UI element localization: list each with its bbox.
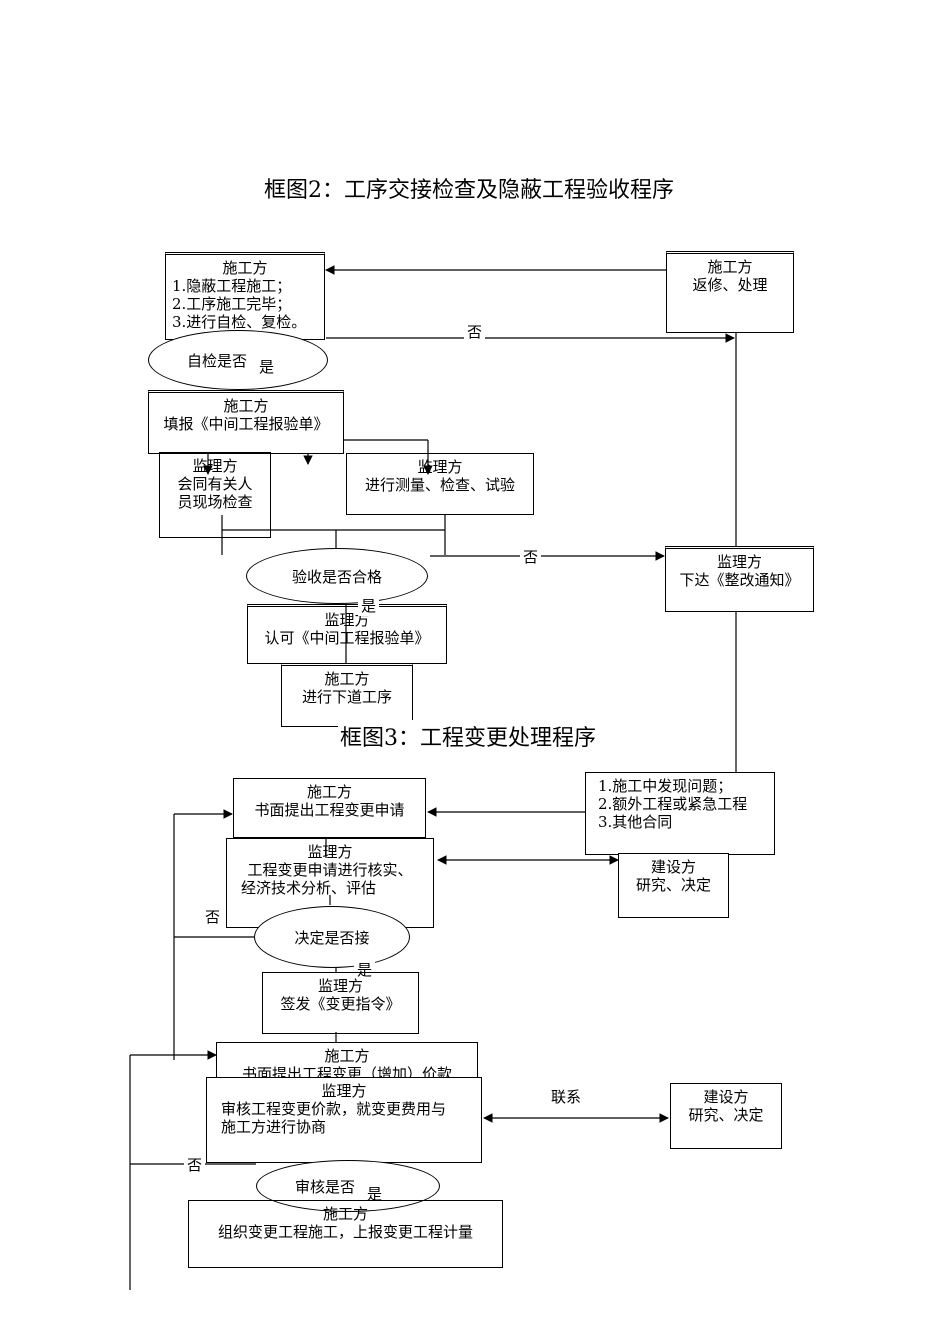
role-label: 监理方 [192, 457, 238, 475]
box-line: 经济技术分析、评估 [241, 879, 377, 897]
role-label: 施工方 [223, 397, 269, 415]
role-label: 监理方 [321, 1082, 367, 1100]
box-line: 施工方进行协商 [221, 1118, 327, 1136]
box-line: 认可《中间工程报验单》 [264, 629, 430, 647]
decide-decision-oval: 决定是否接 [254, 906, 410, 968]
change-order-box: 监理方 签发《变更指令》 [262, 972, 419, 1034]
box-line: 研究、决定 [688, 1106, 764, 1124]
rectify-box: 监理方 下达《整改通知》 [665, 546, 814, 612]
box-line: 工程变更申请进行核实、 [247, 861, 413, 879]
box-line: 审核工程变更价款，就变更费用与 [221, 1100, 447, 1118]
box-line: 签发《变更指令》 [280, 995, 401, 1013]
no-label: 否 [202, 906, 224, 927]
contractor-start-box: 施工方 1.隐蔽工程施工； 2.工序施工完毕； 3.进行自检、复检。 [165, 252, 325, 340]
accept-decision-oval: 验收是否合格 [246, 548, 428, 604]
owner-box-1: 建设方 研究、决定 [618, 853, 729, 918]
box-line: 研究、决定 [635, 876, 711, 894]
role-label: 建设方 [703, 1088, 749, 1106]
role-label: 监理方 [324, 611, 370, 629]
box-line: 2.工序施工完毕； [172, 295, 292, 313]
box-line: 员现场检查 [177, 493, 253, 511]
no-label: 否 [520, 546, 542, 567]
box-line: 下达《整改通知》 [679, 571, 800, 589]
box-line: 返修、处理 [692, 276, 768, 294]
verify-box: 监理方 工程变更申请进行核实、 经济技术分析、评估 [226, 838, 434, 928]
box-line: 书面提出工程变更申请 [254, 801, 405, 819]
rework-box: 施工方 返修、处理 [666, 251, 794, 333]
yes-label: 是 [364, 1183, 386, 1204]
review-decision-oval: 审核是否 [256, 1160, 440, 1212]
no-label: 否 [464, 321, 486, 342]
measure-box: 监理方 进行测量、检查、试验 [346, 453, 534, 515]
approve-box: 监理方 认可《中间工程报验单》 [247, 604, 447, 664]
role-label: 施工方 [324, 670, 370, 688]
yes-label: 是 [358, 595, 380, 616]
role-label: 建设方 [650, 858, 696, 876]
box-line: 3.进行自检、复检。 [172, 313, 307, 331]
owner-box-2: 建设方 研究、决定 [670, 1083, 782, 1149]
no-label: 否 [184, 1154, 206, 1175]
site-check-box: 监理方 会同有关人 员现场检查 [159, 452, 271, 538]
box-line: 填报《中间工程报验单》 [163, 415, 329, 433]
role-label: 施工方 [324, 1047, 370, 1065]
yes-label: 是 [354, 959, 376, 980]
next-step-box: 施工方 进行下道工序 [281, 663, 413, 727]
role-label: 监理方 [716, 553, 762, 571]
change-request-box: 施工方 书面提出工程变更申请 [233, 778, 426, 838]
box-line: 组织变更工程施工，上报变更工程计量 [217, 1223, 473, 1241]
selfcheck-decision-oval: 自检是否 [148, 330, 328, 390]
yes-label: 是 [256, 356, 278, 377]
diagram2-title: 框图2：工序交接检查及隐蔽工程验收程序 [264, 178, 674, 203]
diagram3-title: 框图3：工程变更处理程序 [338, 720, 598, 752]
box-line: 1.施工中发现问题； [598, 777, 733, 795]
report-box: 施工方 填报《中间工程报验单》 [148, 390, 344, 454]
issues-box: 1.施工中发现问题； 2.额外工程或紧急工程 3.其他合同 [585, 772, 775, 855]
box-line: 1.隐蔽工程施工； [172, 277, 292, 295]
box-line: 3.其他合同 [598, 813, 673, 831]
box-line: 进行测量、检查、试验 [364, 476, 515, 494]
contact-label: 联系 [548, 1086, 585, 1107]
role-label: 监理方 [307, 843, 353, 861]
box-line: 会同有关人 [177, 475, 253, 493]
role-label: 施工方 [306, 783, 352, 801]
review-box: 监理方 审核工程变更价款，就变更费用与 施工方进行协商 [206, 1077, 482, 1163]
role-label: 监理方 [417, 458, 463, 476]
box-line: 进行下道工序 [301, 688, 392, 706]
role-label: 监理方 [317, 977, 363, 995]
role-label: 施工方 [707, 258, 753, 276]
role-label: 施工方 [222, 259, 268, 277]
box-line: 2.额外工程或紧急工程 [598, 795, 748, 813]
role-label: 施工方 [322, 1205, 368, 1223]
execute-box: 施工方 组织变更工程施工，上报变更工程计量 [188, 1200, 503, 1268]
